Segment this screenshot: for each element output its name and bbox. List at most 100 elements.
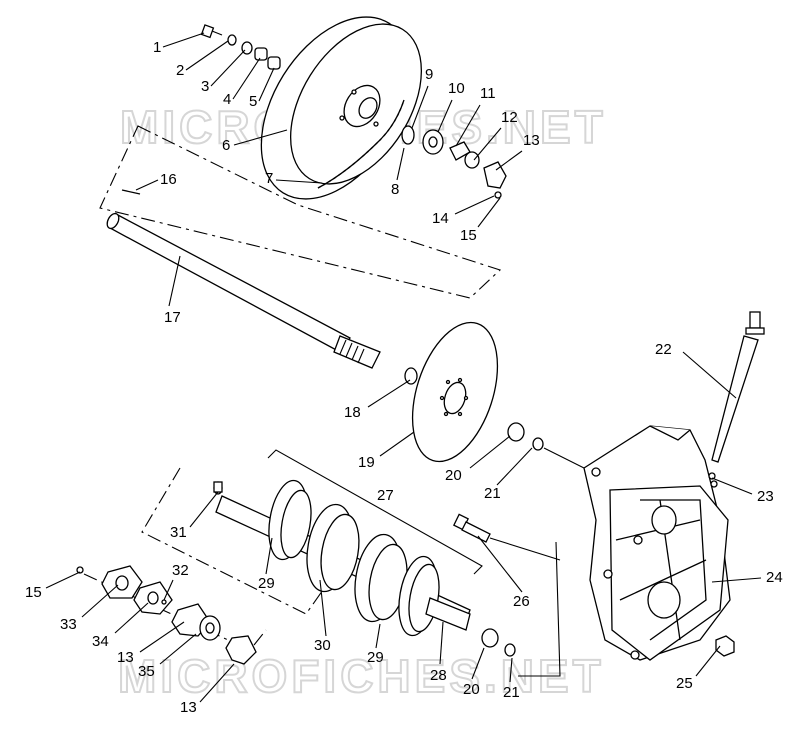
snap-ring-lower — [504, 643, 516, 657]
leader-line-c32 — [163, 579, 174, 601]
callout-c34: 34 — [92, 633, 109, 650]
callout-c29b: 29 — [367, 649, 384, 666]
callout-c20b: 20 — [463, 681, 480, 698]
lower-frame — [141, 467, 331, 615]
leader-line-c12 — [473, 127, 502, 161]
leader-line-c13 — [495, 150, 523, 171]
leader-line-c3 — [210, 49, 246, 87]
callout-c13: 13 — [523, 132, 540, 149]
callout-c30: 30 — [314, 637, 331, 654]
leader-line-c31 — [189, 491, 219, 528]
callout-c24: 24 — [766, 569, 783, 586]
drive-shaft-assembly — [213, 479, 471, 637]
driven-clutch — [260, 16, 423, 200]
callout-c19: 19 — [358, 454, 375, 471]
callout-c28: 28 — [430, 667, 447, 684]
chaincase-housing — [583, 425, 731, 661]
brake-disc — [411, 321, 499, 463]
callout-c25: 25 — [676, 675, 693, 692]
top-hardware — [200, 24, 281, 70]
callout-c15b: 15 — [25, 584, 42, 601]
bearing-stack — [401, 125, 507, 199]
leader-line-c21b — [509, 657, 513, 683]
nut — [715, 635, 735, 657]
leader-line-c13b — [139, 621, 185, 653]
leader-line-c13c — [199, 663, 235, 703]
leader-line-c16 — [135, 179, 159, 191]
callout-c15: 15 — [460, 227, 477, 244]
callout-c7: 7 — [265, 170, 273, 187]
leader-line-c35 — [159, 633, 197, 665]
callout-c23: 23 — [757, 488, 774, 505]
callout-c12: 12 — [501, 109, 518, 126]
leader-line-c17 — [168, 255, 181, 307]
leader-line-c34 — [114, 602, 149, 634]
leader-line-c20b — [471, 647, 485, 680]
jackshaft — [106, 212, 381, 369]
leader-line-c24 — [711, 577, 762, 583]
leader-line-c10 — [437, 99, 453, 133]
callout-c21b: 21 — [503, 684, 520, 701]
callout-c1: 1 — [153, 39, 161, 56]
leader-line-c22 — [682, 351, 737, 399]
callout-c6: 6 — [222, 137, 230, 154]
leader-line-c33 — [81, 584, 119, 618]
callout-c35: 35 — [138, 663, 155, 680]
bolt-31 — [213, 481, 223, 493]
leader-line-c15 — [477, 197, 501, 228]
upper-frame — [99, 125, 502, 299]
leader-line-c18 — [367, 379, 411, 408]
leader-line-c1 — [162, 32, 205, 48]
leader-line-c30 — [319, 579, 327, 637]
callout-c22: 22 — [655, 341, 672, 358]
leader-line-c7 — [275, 179, 323, 184]
dipstick — [708, 311, 765, 488]
leader-line-c4 — [232, 57, 261, 100]
leader-line-c23 — [711, 477, 753, 495]
callout-c14: 14 — [432, 210, 449, 227]
bearing-lower — [481, 628, 499, 648]
leader-line-c21 — [496, 447, 533, 486]
leader-to-case — [518, 541, 561, 677]
callout-c32: 32 — [172, 562, 189, 579]
o-ring — [404, 367, 418, 385]
callout-c27: 27 — [377, 487, 394, 504]
leader-line-c20 — [469, 435, 511, 469]
callout-c21: 21 — [484, 485, 501, 502]
leader-line-c28 — [439, 621, 444, 665]
callout-c5: 5 — [249, 93, 257, 110]
leader-line-c29a — [265, 537, 273, 575]
callout-c33: 33 — [60, 616, 77, 633]
callout-c4: 4 — [223, 91, 231, 108]
leader-line-c15b — [45, 571, 81, 589]
callout-c10: 10 — [448, 80, 465, 97]
callout-c26: 26 — [513, 593, 530, 610]
leader-line-c14 — [454, 195, 495, 215]
bolt — [453, 513, 561, 561]
callout-c18: 18 — [344, 404, 361, 421]
callout-c9: 9 — [425, 66, 433, 83]
callout-c13c: 13 — [180, 699, 197, 716]
bracket-27 — [267, 449, 483, 575]
leader-line-c5 — [258, 67, 275, 102]
bearing-flange-hardware — [76, 565, 257, 665]
leader-line-c19 — [379, 431, 415, 457]
leader-line-c8 — [396, 147, 405, 181]
leader-line-c25 — [695, 645, 721, 677]
callout-c3: 3 — [201, 78, 209, 95]
leader-lines — [45, 32, 762, 703]
leader-line-c2 — [185, 40, 229, 71]
callout-c17: 17 — [164, 309, 181, 326]
callout-c20: 20 — [445, 467, 462, 484]
leader-line-c9 — [411, 85, 429, 129]
callout-c31: 31 — [170, 524, 187, 541]
callout-c11: 11 — [480, 85, 496, 102]
leader-line-c26 — [477, 535, 523, 593]
leader-line-c29b — [375, 623, 381, 649]
callout-c29a: 29 — [258, 575, 275, 592]
callout-c16: 16 — [160, 171, 177, 188]
bearing-upper — [507, 422, 525, 442]
